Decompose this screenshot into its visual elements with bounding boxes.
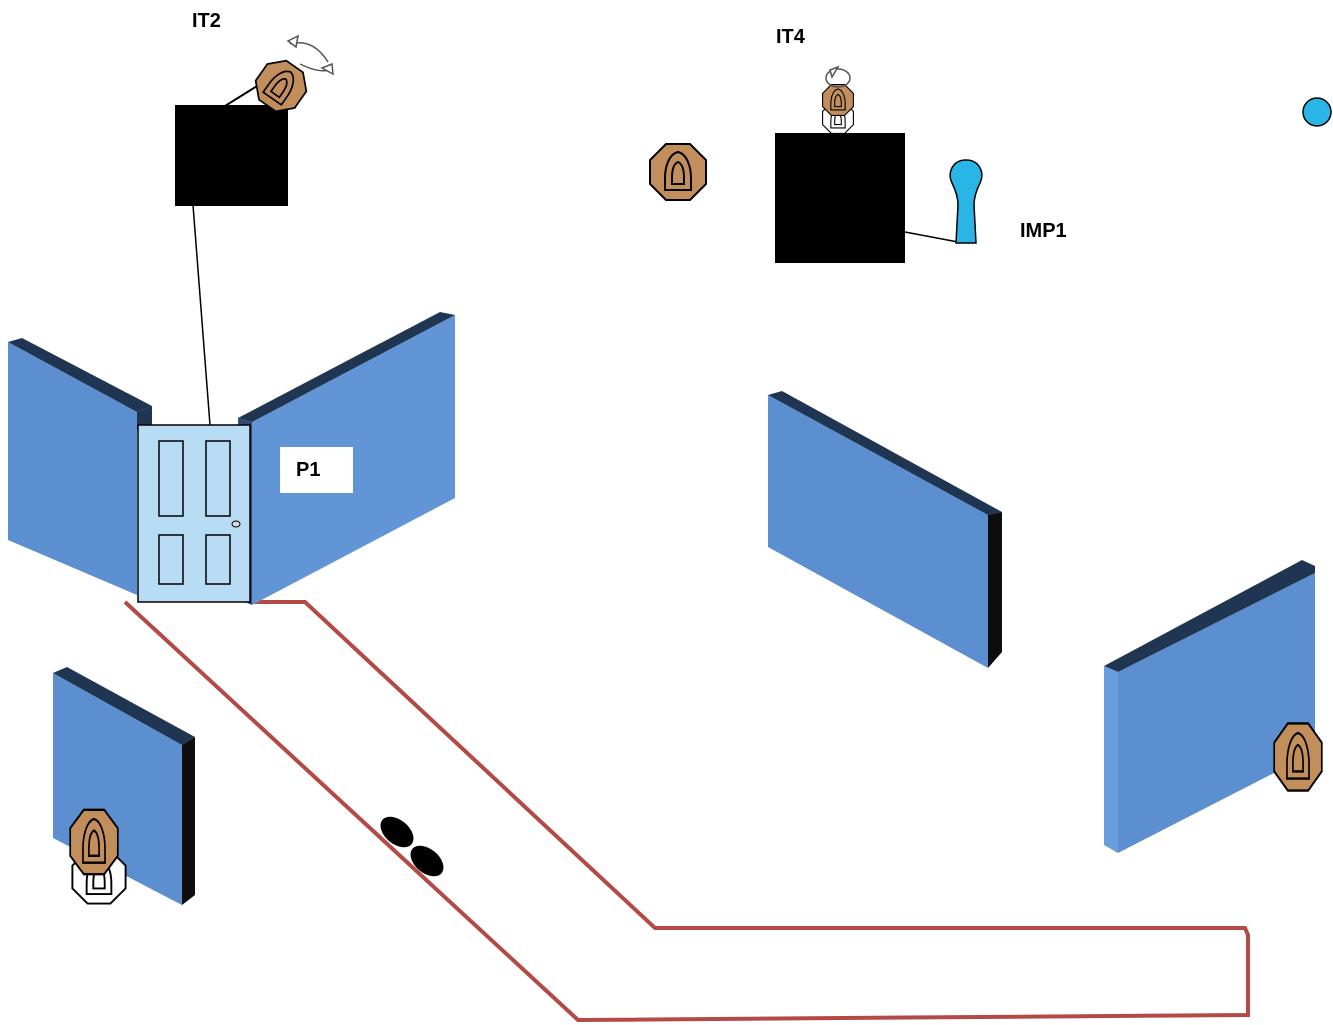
barrel-icon <box>410 845 444 877</box>
shooting-box-icon <box>175 105 288 206</box>
cardboard-target-icon[interactable] <box>1272 722 1324 792</box>
door-activation-line <box>192 204 211 426</box>
swinger-arrow-icon <box>286 34 334 76</box>
label-p1: P1 <box>280 447 353 493</box>
label-imp1: IMP1 <box>1020 220 1067 242</box>
wall-left-front <box>8 338 152 595</box>
popper-icon[interactable] <box>949 159 983 244</box>
label-it4: IT4 <box>776 26 806 48</box>
cardboard-target-icon[interactable] <box>649 143 707 201</box>
swinger-arrow-icon <box>825 65 851 88</box>
fault-line <box>123 600 1250 1023</box>
cardboard-target-icon[interactable] <box>69 808 119 876</box>
swinger-target-it4[interactable] <box>822 84 854 116</box>
shooting-box-it4 <box>775 133 905 263</box>
label-it2: IT2 <box>192 10 221 32</box>
door-icon[interactable] <box>137 424 251 603</box>
barrel-icon <box>380 816 414 848</box>
popper-link-line <box>904 231 959 243</box>
popper-fall-marker <box>1302 97 1332 127</box>
wall-middle <box>768 391 1002 668</box>
wall-right <box>1104 560 1315 853</box>
